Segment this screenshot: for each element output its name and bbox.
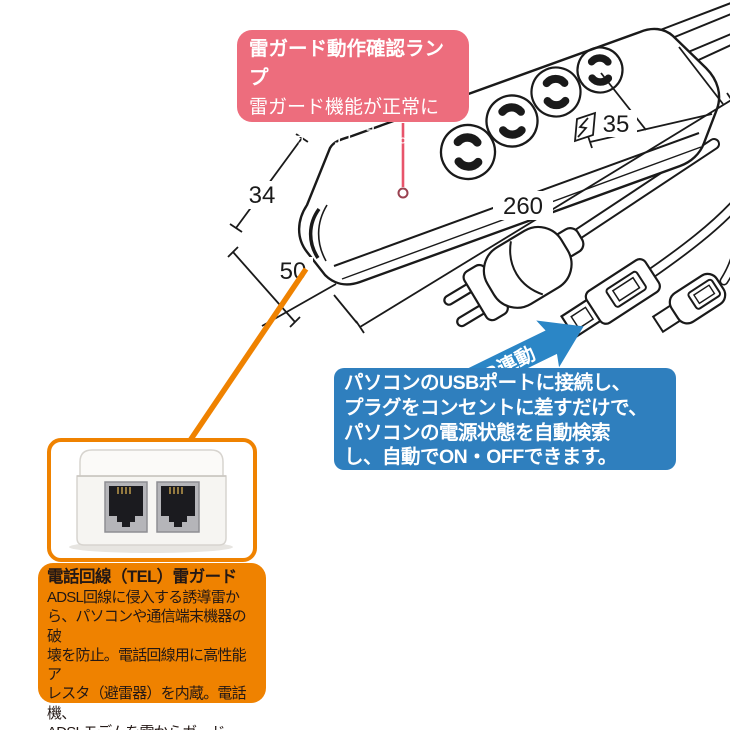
tel-module-photo	[47, 438, 257, 562]
lamp-callout: 雷ガード動作確認ランプ 雷ガード機能が正常に 作動時点灯します。	[237, 30, 469, 147]
tel-guard-line: レスタ（避雷器）を内蔵。電話機、	[47, 685, 247, 722]
outlet-icon	[485, 94, 539, 148]
tel-guard-leader-line	[184, 267, 309, 447]
usb-callout-line: パソコンの電源状態を自動検索	[344, 421, 611, 444]
usb-callout-line: パソコンのUSBポートに接続し、	[344, 372, 631, 394]
rj11-jack	[156, 481, 200, 533]
lamp-callout-title: 雷ガード動作確認ランプ	[249, 38, 445, 89]
ac-plug-illustration	[443, 225, 585, 328]
dimension-outlet-pitch-label: 35	[603, 111, 630, 138]
outlet-icon	[576, 46, 624, 94]
surge-lamp-indicator	[397, 187, 409, 199]
usb-callout: パソコンのUSBポートに接続し、 プラグをコンセントに差すだけで、 パソコンの電…	[334, 368, 676, 470]
usb-cable	[640, 202, 730, 283]
outlet-icons	[439, 46, 624, 181]
tel-guard-callout: 電話回線（TEL）雷ガード ADSL回線に侵入する誘導雷か ら、パソコンや通信端…	[38, 563, 266, 730]
dimension-outlet-pitch: 35	[587, 46, 724, 149]
outlet-icon	[530, 66, 582, 118]
rj11-jack	[104, 481, 148, 533]
mini-usb-cable	[719, 258, 730, 286]
usb-a-connector-illustration	[559, 258, 661, 339]
dimension-end-height: 34	[229, 133, 309, 233]
lamp-callout-line: 雷ガード機能が正常に	[249, 97, 440, 118]
tel-guard-line: ら、パソコンや通信端末機器の破	[47, 608, 247, 645]
mini-usb-connector-illustration	[651, 272, 727, 334]
module-lid	[79, 449, 224, 477]
dimension-end-height-label: 34	[249, 182, 276, 209]
dimension-length: 260	[333, 92, 730, 334]
lightning-mark-icon	[573, 111, 597, 143]
usb-callout-line: し、自動でON・OFFできます。	[344, 446, 617, 469]
tel-guard-line: ADSL回線に侵入する誘導雷か	[47, 589, 240, 606]
end-cap-edge	[308, 207, 321, 259]
dimension-length-label: 260	[503, 193, 543, 220]
usb-callout-line: プラグをコンセントに差すだけで、	[344, 396, 648, 419]
outlet-icon	[439, 123, 497, 181]
tel-module-image	[69, 449, 233, 553]
tel-guard-title: 電話回線（TEL）雷ガード	[47, 568, 237, 586]
lamp-callout-line: 作動時点灯します。	[249, 126, 419, 147]
tel-guard-line: 壊を防止。電話回線用に高性能ア	[47, 646, 247, 684]
tel-guard-line: ADSLモデムを雷からガード。	[47, 723, 258, 730]
